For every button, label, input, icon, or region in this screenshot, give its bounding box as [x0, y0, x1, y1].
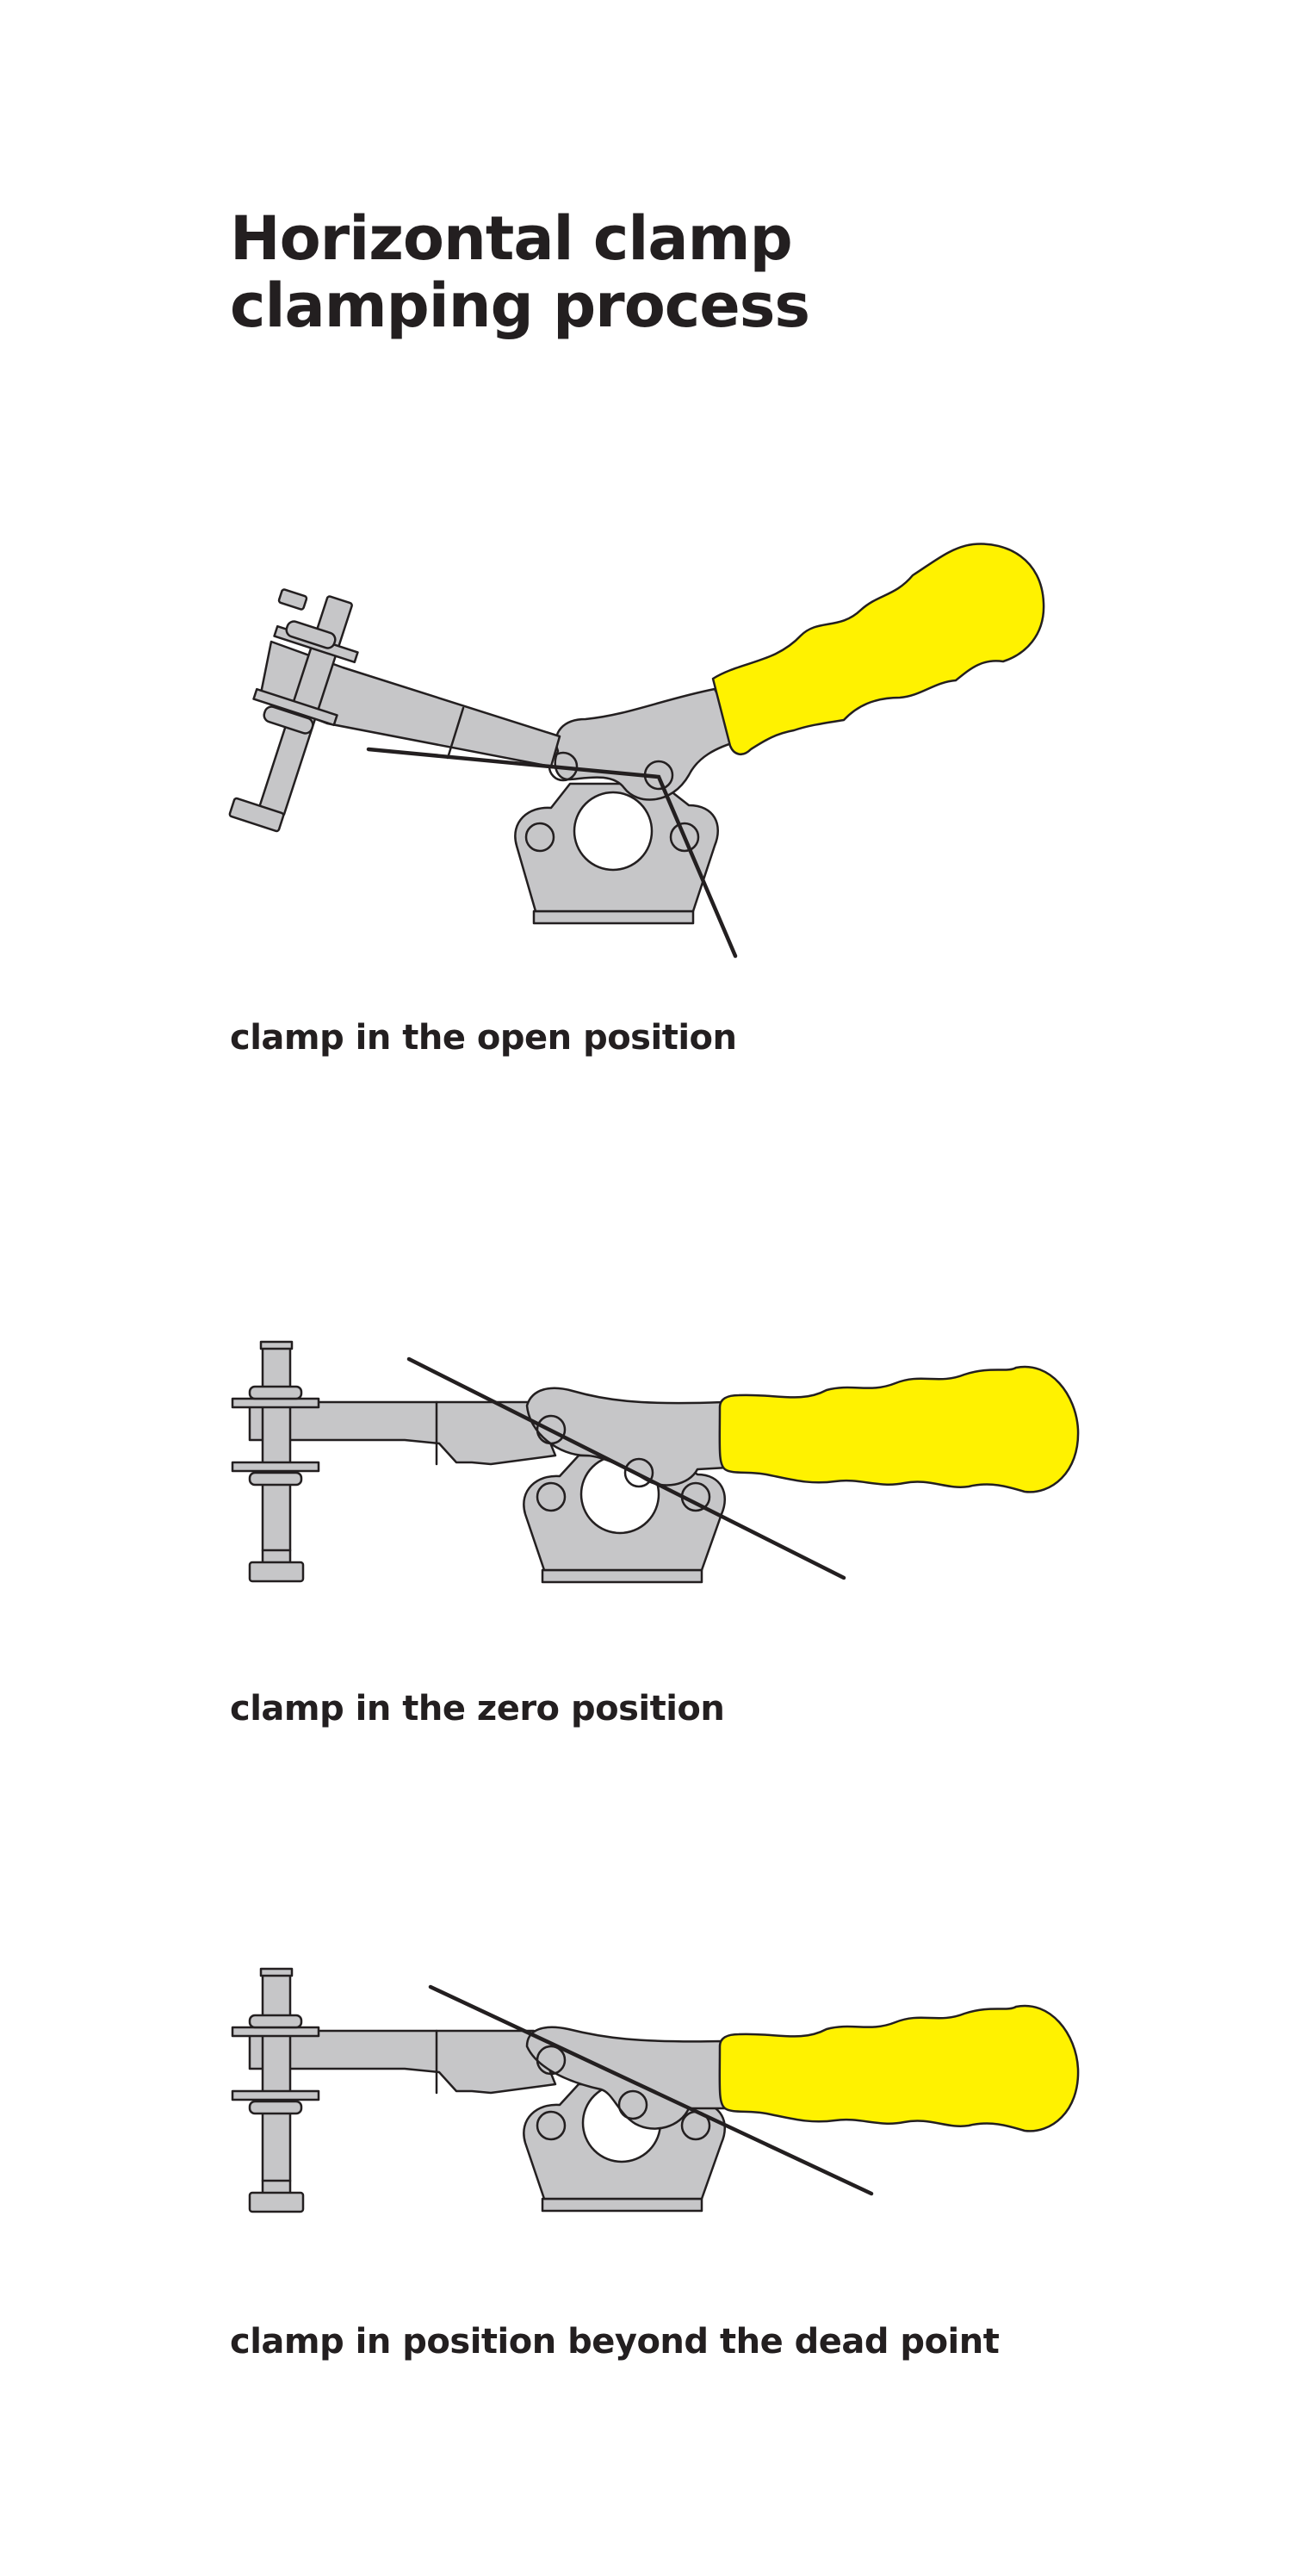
spindle-bolt [261, 1971, 292, 2207]
lower-nut [263, 705, 314, 735]
base-pivot-right [669, 822, 700, 853]
upper-nut [285, 620, 337, 649]
base-plate [541, 1568, 703, 1584]
base-cutout [573, 791, 654, 872]
bolt-head [277, 588, 308, 611]
caption-zero-position: clamp in the zero position [230, 1689, 725, 1729]
lever-arm [525, 1387, 729, 1487]
upper-nut [248, 2014, 303, 2029]
upper-washer [231, 1397, 320, 1409]
base-pivot-left [524, 822, 555, 853]
toggle-reference-line [406, 1356, 846, 1580]
lower-washer [231, 2089, 320, 2101]
handle-grip [718, 2004, 1080, 2132]
toggle-reference-line [366, 747, 738, 959]
upper-nut [248, 1385, 303, 1400]
caption-beyond-dead-point: clamp in position beyond the dead point [230, 2322, 1000, 2362]
base-plate [532, 909, 695, 925]
caption-open-position: clamp in the open position [230, 1018, 737, 1058]
base-pivot-left [536, 1481, 567, 1512]
page-title-line-1: Horizontal clamp [230, 203, 793, 274]
bolt-cap [259, 1967, 294, 1977]
base-plate [541, 2197, 703, 2213]
upper-washer [231, 2026, 320, 2038]
lever-pivot-2 [623, 1457, 654, 1488]
pressing-foot [248, 2191, 305, 2213]
page-title: Horizontal clamp clamping process [230, 205, 1091, 339]
pressing-foot [228, 797, 285, 833]
spindle-bolt [261, 1344, 292, 1578]
lower-washer [252, 687, 338, 727]
clamp-zero-position-illustration [231, 1340, 1080, 1584]
clamp-open-position-illustration [228, 543, 1045, 959]
spindle-arm [248, 2029, 557, 2095]
toggle-reference-line [428, 1984, 874, 2196]
pressing-foot [248, 1561, 305, 1583]
handle-grip [718, 1365, 1080, 1493]
lower-washer [231, 1461, 320, 1473]
lower-nut [248, 2100, 303, 2115]
lower-nut [248, 1471, 303, 1487]
base-pivot-left [536, 2110, 567, 2141]
page-title-line-2: clamping process [230, 270, 810, 341]
handle-grip [711, 543, 1045, 756]
lever-pivot-1 [536, 2045, 567, 2076]
bolt-cap [259, 1340, 294, 1350]
lever-pivot-2 [617, 2089, 648, 2120]
lever-pivot-1 [536, 1414, 567, 1445]
clamp-beyond-dead-point-illustration [231, 1967, 1080, 2213]
